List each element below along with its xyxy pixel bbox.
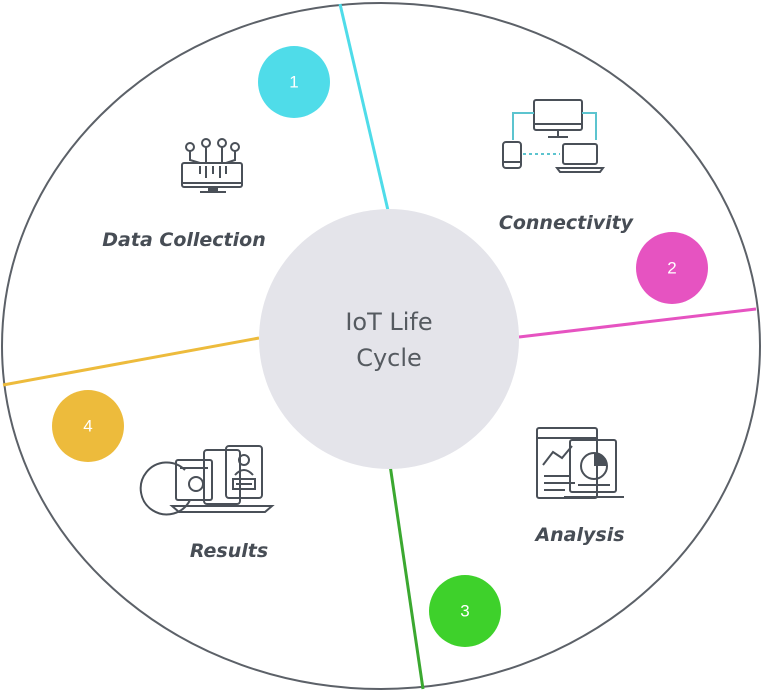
center-title-line-1: IoT Life [345, 308, 432, 336]
step-badge-4: 4 [52, 390, 124, 462]
step-number-3: 3 [460, 602, 469, 621]
step-badge-3: 3 [429, 575, 501, 647]
step-label-analysis: Analysis [533, 524, 624, 546]
divider-line-1 [338, 3, 392, 220]
center-title-line-2: Cycle [356, 344, 422, 372]
step-label-connectivity: Connectivity [499, 212, 635, 234]
step-number-1: 1 [289, 73, 298, 92]
step-number-2: 2 [667, 259, 676, 278]
divider-line-4 [2, 336, 260, 387]
connectivity-devices-icon [502, 99, 605, 173]
step-label-data-collection: Data Collection [102, 229, 265, 251]
center-circle [259, 209, 519, 469]
step-label-results: Results [190, 540, 268, 562]
step-badge-1: 1 [258, 46, 330, 118]
step-number-4: 4 [83, 417, 92, 436]
step-badge-2: 2 [636, 232, 708, 304]
data-collection-icon [181, 138, 243, 193]
divider-line-2 [518, 307, 757, 339]
analysis-dashboard-icon [536, 427, 624, 499]
divider-line-3 [387, 457, 425, 690]
results-icon [139, 445, 275, 516]
